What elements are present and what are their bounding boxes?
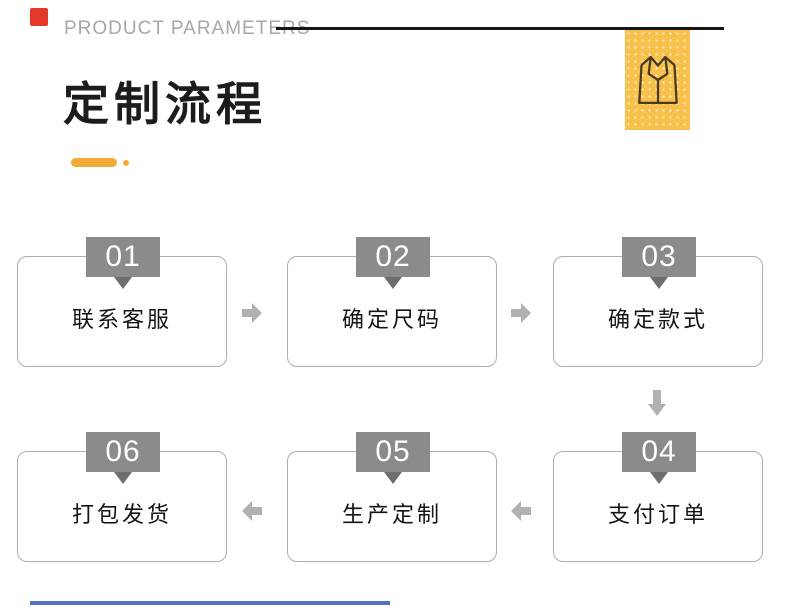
bottom-section-divider	[30, 601, 390, 605]
badge-pointer-triangle	[384, 277, 402, 289]
badge-pointer-triangle	[114, 277, 132, 289]
badge-pointer-triangle	[650, 472, 668, 484]
header-divider-line	[276, 27, 724, 30]
flow-step-1: 01 联系客服	[17, 237, 227, 367]
step-number-badge: 04	[622, 432, 696, 472]
vest-garment-icon	[637, 56, 678, 104]
step-number-badge: 03	[622, 237, 696, 277]
step-label: 生产定制	[341, 501, 442, 527]
step-number-badge: 01	[86, 237, 160, 277]
step-label: 确定款式	[607, 306, 708, 332]
flow-step-6: 06 打包发货	[17, 432, 227, 562]
flow-step-2: 02 确定尺码	[287, 237, 497, 367]
red-square-icon	[30, 8, 48, 26]
step-label: 联系客服	[71, 306, 172, 332]
step-number-badge: 05	[356, 432, 430, 472]
step-label: 打包发货	[71, 501, 172, 527]
block-arrow-down-icon	[648, 390, 666, 416]
badge-pointer-triangle	[384, 472, 402, 484]
step-label: 支付订单	[607, 501, 708, 527]
flow-step-5: 05 生产定制	[287, 432, 497, 562]
flow-step-3: 03 确定款式	[553, 237, 763, 367]
garment-icon-box	[625, 30, 690, 130]
title-underline	[71, 158, 117, 167]
flow-step-4: 04 支付订单	[553, 432, 763, 562]
step-number-badge: 06	[86, 432, 160, 472]
block-arrow-right-icon	[511, 303, 531, 323]
page-title: 定制流程	[63, 78, 267, 130]
step-label: 确定尺码	[341, 306, 442, 332]
block-arrow-left-icon	[242, 501, 262, 521]
badge-pointer-triangle	[650, 277, 668, 289]
block-arrow-right-icon	[242, 303, 262, 323]
step-number-badge: 02	[356, 237, 430, 277]
block-arrow-left-icon	[511, 501, 531, 521]
section-label: PRODUCT PARAMETERS	[64, 18, 311, 39]
badge-pointer-triangle	[114, 472, 132, 484]
title-underline-dot	[123, 160, 129, 166]
